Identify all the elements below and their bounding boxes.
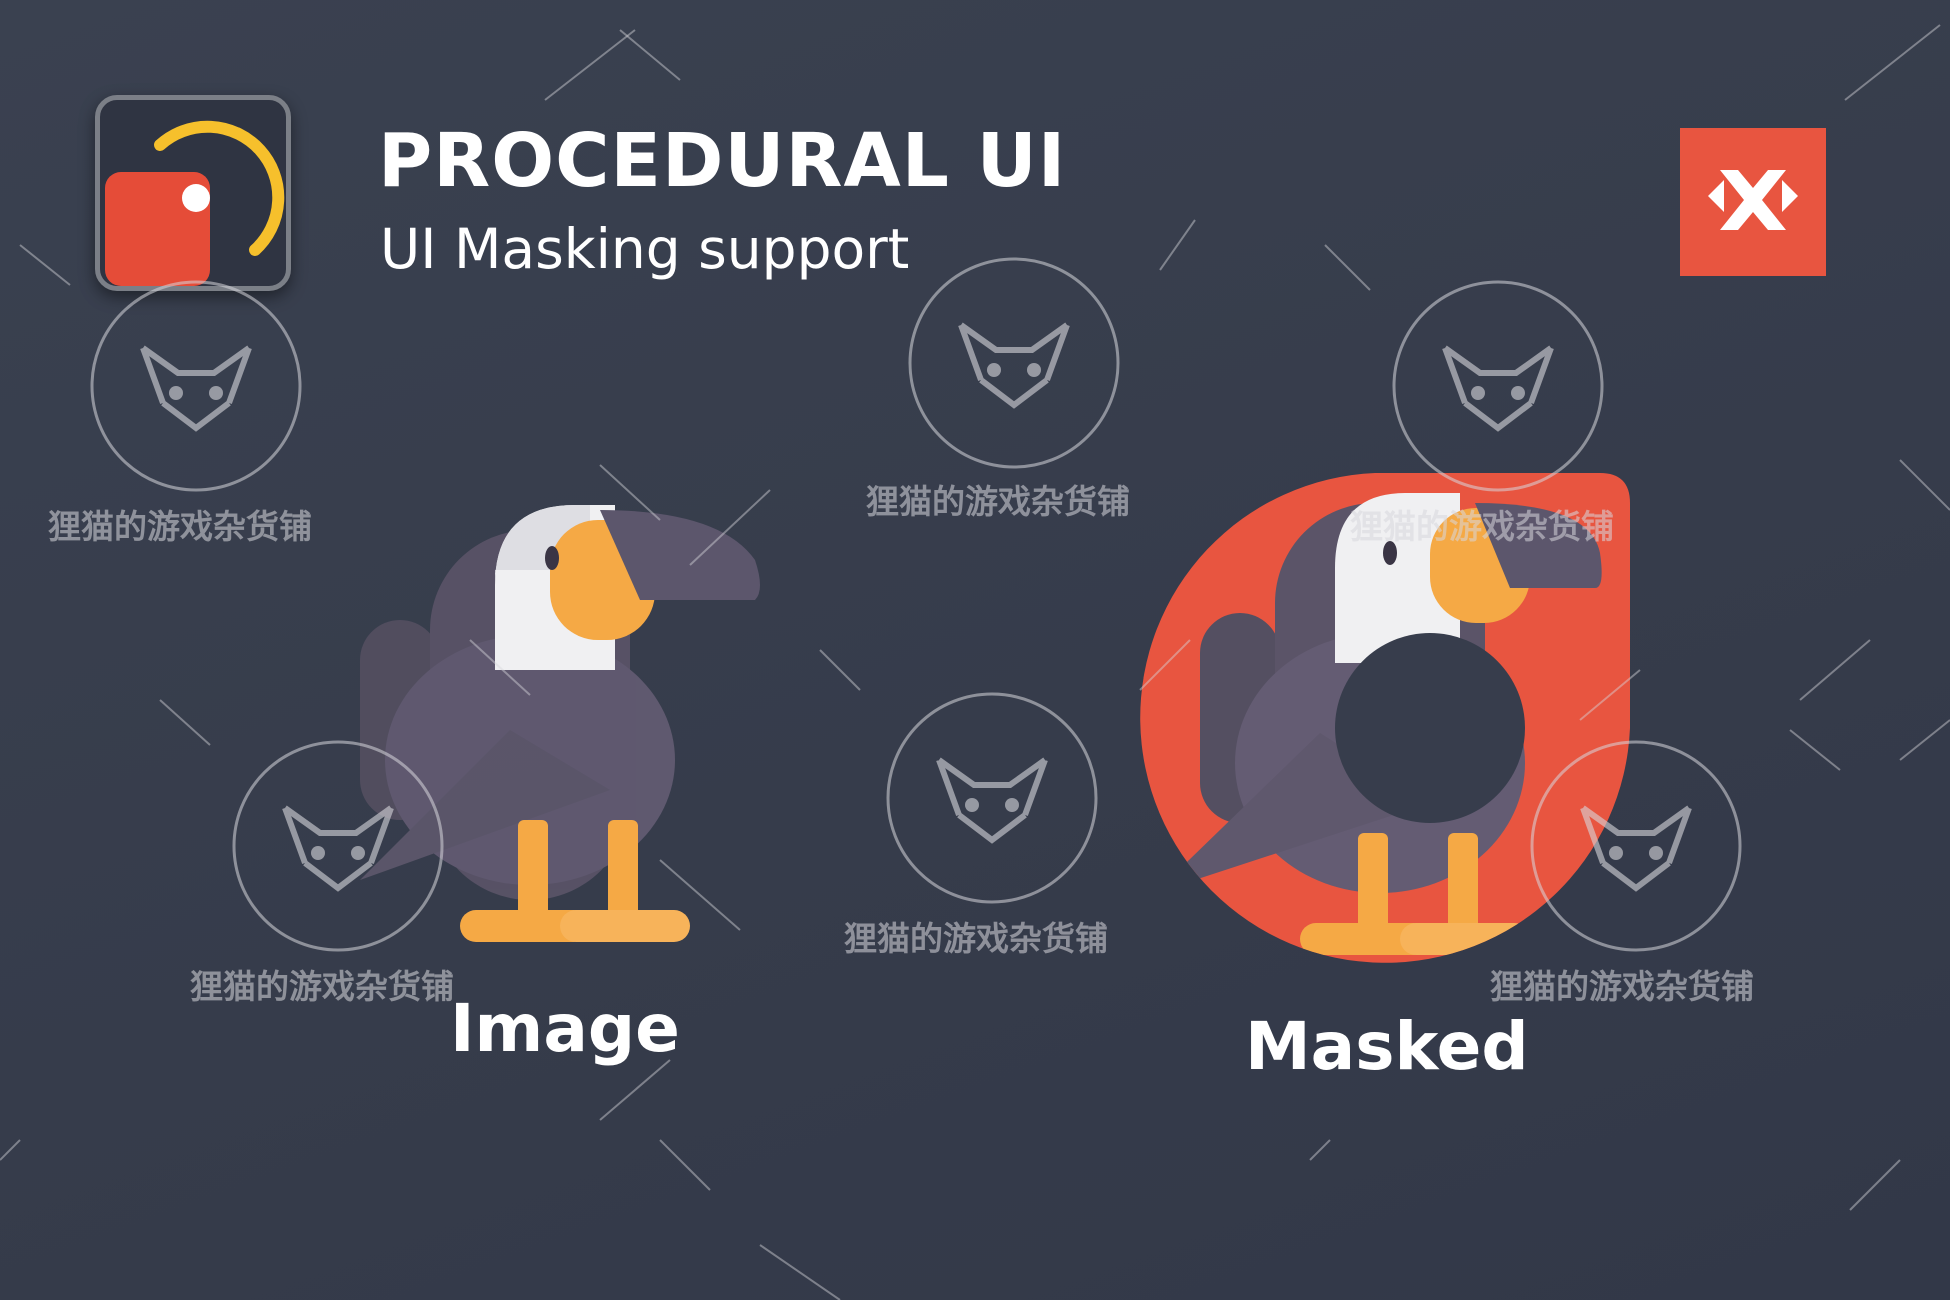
fox-face-icon	[90, 280, 302, 492]
watermark-text: 狸猫的游戏杂货铺	[190, 967, 454, 1006]
watermark-text: 狸猫的游戏杂货铺	[48, 507, 312, 546]
fox-face-icon	[908, 257, 1120, 469]
masked-bird-image	[1130, 473, 1630, 977]
x-brand-icon	[1680, 128, 1826, 276]
procedural-ui-logo-icon	[95, 95, 291, 291]
page-title: PROCEDURAL UI	[378, 118, 1067, 204]
masked-label: Masked	[1245, 1008, 1529, 1085]
bird-image	[360, 500, 760, 954]
watermark-text: 狸猫的游戏杂货铺	[844, 919, 1108, 958]
page-subtitle: UI Masking support	[380, 217, 910, 281]
fox-face-icon	[1392, 280, 1604, 492]
watermark-text: 狸猫的游戏杂货铺	[866, 482, 1130, 521]
image-label: Image	[450, 990, 680, 1067]
fox-face-icon	[886, 692, 1098, 904]
